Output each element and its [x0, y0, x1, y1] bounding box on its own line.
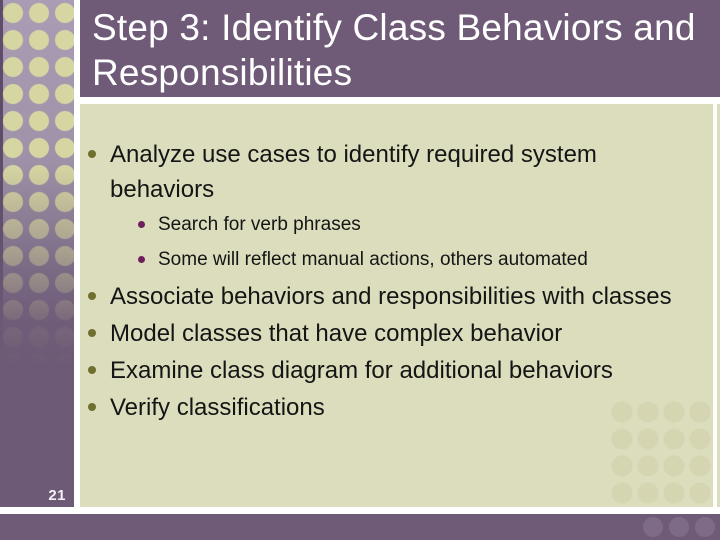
slide-title: Step 3: Identify Class Behaviors and Res… [92, 7, 696, 93]
sub-bullet-item: Search for verb phrases [138, 207, 673, 242]
bullet-list: Analyze use cases to identify required s… [80, 104, 713, 425]
title-divider [80, 97, 720, 104]
right-divider [713, 104, 717, 507]
decorative-band-dots [640, 517, 718, 537]
bullet-marker-icon [88, 329, 96, 337]
bottom-band [0, 514, 720, 540]
bullet-text: Analyze use cases to identify required s… [110, 141, 597, 203]
bullet-text: Associate behaviors and responsibilities… [110, 283, 672, 310]
sub-bullet-marker-icon [138, 221, 145, 228]
decorative-corner-dots [609, 399, 713, 507]
title-bar: Step 3: Identify Class Behaviors and Res… [80, 0, 720, 97]
bullet-item: Verify classifications [88, 390, 673, 425]
bullet-marker-icon [88, 403, 96, 411]
sub-bullet-text: Search for verb phrases [158, 214, 361, 235]
bullet-marker-icon [88, 150, 96, 158]
page-number: 21 [48, 487, 66, 504]
bullet-item: Analyze use cases to identify required s… [88, 137, 673, 277]
bullet-item: Model classes that have complex behavior [88, 316, 673, 351]
bullet-text: Examine class diagram for additional beh… [110, 357, 613, 384]
bullet-item: Examine class diagram for additional beh… [88, 353, 673, 388]
bullet-item: Associate behaviors and responsibilities… [88, 279, 673, 314]
bullet-text: Model classes that have complex behavior [110, 320, 563, 347]
vertical-divider [74, 0, 80, 507]
content-area: Analyze use cases to identify required s… [80, 104, 713, 507]
bullet-marker-icon [88, 366, 96, 374]
decorative-dot-strip: 21 [0, 0, 74, 507]
sub-bullet-marker-icon [138, 256, 145, 263]
sub-bullet-item: Some will reflect manual actions, others… [138, 242, 673, 277]
sub-bullet-text: Some will reflect manual actions, others… [158, 249, 588, 270]
bullet-text: Verify classifications [110, 394, 325, 421]
sub-bullet-list: Search for verb phrases Some will reflec… [138, 207, 673, 277]
dot-pattern-fade [0, 0, 74, 507]
bottom-divider [0, 507, 720, 514]
bullet-marker-icon [88, 292, 96, 300]
right-edge-strip [717, 104, 720, 507]
